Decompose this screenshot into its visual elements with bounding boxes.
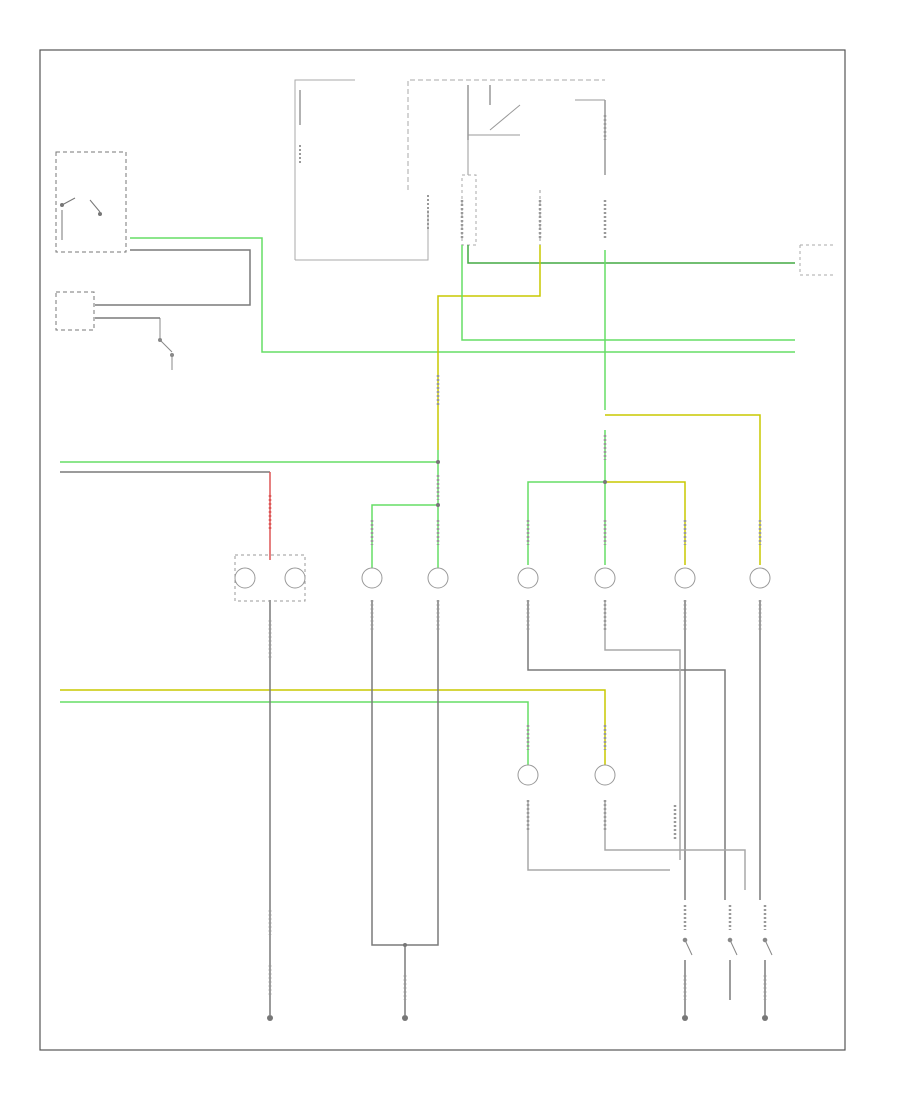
switch-left: [158, 318, 174, 370]
ground-terminals: [267, 1015, 768, 1021]
switch-box-mid-left: [55, 291, 95, 331]
diagram-frame: [39, 49, 846, 1051]
connector-right-top: [799, 244, 835, 276]
splices: [403, 460, 607, 947]
switch-box-top-left: [55, 151, 127, 253]
connector-stubs: [268, 115, 767, 1000]
door-switches: [682, 937, 773, 956]
lamps: [234, 554, 771, 786]
fuse-box-top: [294, 79, 606, 261]
